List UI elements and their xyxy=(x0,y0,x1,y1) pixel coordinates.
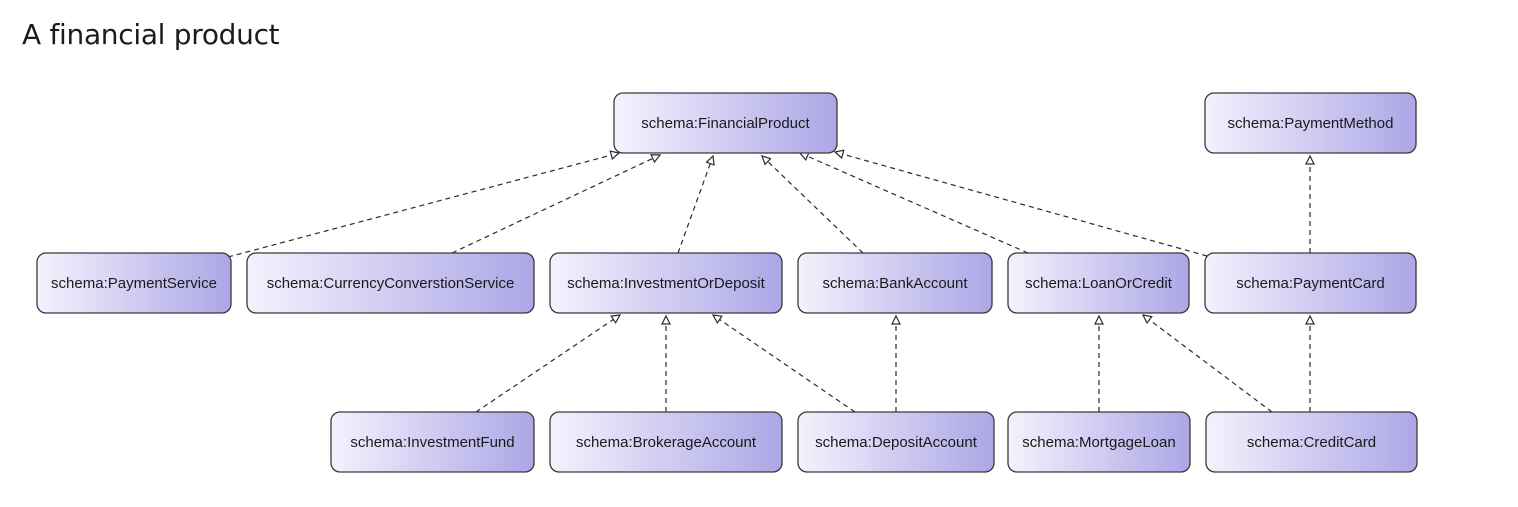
edge-mortgage-loan-to-loan-or-credit xyxy=(1094,314,1104,412)
node-label: schema:BrokerageAccount xyxy=(576,434,757,451)
edge-credit-card-to-payment-card xyxy=(1305,314,1315,412)
node-box xyxy=(549,252,783,314)
node-label: schema:FinancialProduct xyxy=(641,115,810,132)
edge-line xyxy=(767,161,864,254)
node-label: schema:BankAccount xyxy=(822,275,968,292)
edge-line xyxy=(475,318,614,413)
arrowhead-icon xyxy=(711,314,723,324)
arrowhead-icon xyxy=(761,155,772,166)
node-box xyxy=(1204,92,1417,154)
node-payment-card: schema:PaymentCard xyxy=(1204,252,1417,314)
edge-deposit-account-to-investment-or-deposit xyxy=(711,314,856,413)
edge-brokerage-account-to-investment-or-deposit xyxy=(661,314,671,412)
arrowhead-icon xyxy=(705,154,715,166)
edge-bank-account-to-financial-product xyxy=(761,155,864,254)
edge-loan-or-credit-to-financial-product xyxy=(798,151,1029,254)
edge-currency-conversion-service-to-financial-product xyxy=(451,154,662,254)
node-label: schema:LoanOrCredit xyxy=(1025,275,1173,292)
edge-line xyxy=(807,155,1029,254)
arrowhead-icon xyxy=(1305,314,1315,325)
node-payment-service: schema:PaymentService xyxy=(36,252,232,314)
node-brokerage-account: schema:BrokerageAccount xyxy=(549,411,783,473)
arrowhead-icon xyxy=(1094,314,1104,325)
node-payment-method: schema:PaymentMethod xyxy=(1204,92,1417,154)
edge-line xyxy=(842,153,1208,257)
arrowhead-icon xyxy=(650,154,662,164)
node-bank-account: schema:BankAccount xyxy=(797,252,993,314)
node-box xyxy=(36,252,232,314)
node-deposit-account: schema:DepositAccount xyxy=(797,411,995,473)
node-label: schema:PaymentCard xyxy=(1236,275,1384,292)
node-label: schema:InvestmentFund xyxy=(350,434,514,451)
arrowhead-icon xyxy=(609,150,621,161)
edge-investment-fund-to-investment-or-deposit xyxy=(475,314,622,413)
edge-line xyxy=(677,163,711,254)
node-credit-card: schema:CreditCard xyxy=(1205,411,1418,473)
node-box xyxy=(1007,252,1190,314)
arrowhead-icon xyxy=(1141,314,1153,325)
node-box xyxy=(1205,411,1418,473)
node-label: schema:CurrencyConverstionService xyxy=(267,275,515,292)
node-label: schema:MortgageLoan xyxy=(1022,434,1175,451)
node-loan-or-credit: schema:LoanOrCredit xyxy=(1007,252,1190,314)
node-label: schema:CreditCard xyxy=(1247,434,1376,451)
edge-deposit-account-to-bank-account xyxy=(891,314,901,412)
edge-payment-service-to-financial-product xyxy=(227,150,621,258)
page-title: A financial product xyxy=(22,18,280,51)
edge-line xyxy=(719,319,856,413)
node-label: schema:PaymentMethod xyxy=(1228,115,1394,132)
node-label: schema:PaymentService xyxy=(51,275,217,292)
node-investment-fund: schema:InvestmentFund xyxy=(330,411,535,473)
edge-line xyxy=(1149,319,1273,413)
edge-line xyxy=(227,154,612,258)
arrowhead-icon xyxy=(891,314,901,325)
node-box xyxy=(613,92,838,154)
arrowhead-icon xyxy=(1305,154,1315,165)
node-label: schema:InvestmentOrDeposit xyxy=(567,275,765,292)
node-box xyxy=(797,252,993,314)
node-label: schema:DepositAccount xyxy=(815,434,978,451)
node-financial-product: schema:FinancialProduct xyxy=(613,92,838,154)
node-box xyxy=(246,252,535,314)
node-currency-conversion-service: schema:CurrencyConverstionService xyxy=(246,252,535,314)
edge-payment-card-to-payment-method xyxy=(1305,154,1315,253)
arrowhead-icon xyxy=(661,314,671,325)
node-box xyxy=(330,411,535,473)
nodes-layer: schema:FinancialProduct schema:PaymentMet… xyxy=(36,92,1418,473)
node-box xyxy=(1204,252,1417,314)
node-box xyxy=(797,411,995,473)
edge-payment-card-to-financial-product xyxy=(833,149,1208,257)
node-box xyxy=(549,411,783,473)
node-box xyxy=(1007,411,1191,473)
arrowhead-icon xyxy=(610,314,622,324)
arrowhead-icon xyxy=(833,149,845,160)
node-mortgage-loan: schema:MortgageLoan xyxy=(1007,411,1191,473)
edge-credit-card-to-loan-or-credit xyxy=(1141,314,1273,413)
edge-investment-or-deposit-to-financial-product xyxy=(677,154,715,254)
edges-layer xyxy=(227,149,1315,413)
node-investment-or-deposit: schema:InvestmentOrDeposit xyxy=(549,252,783,314)
edge-line xyxy=(451,157,654,254)
